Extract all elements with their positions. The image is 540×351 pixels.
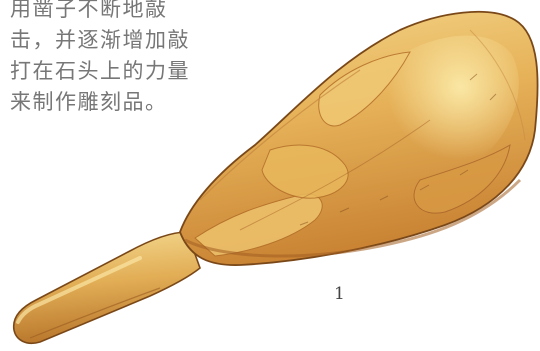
caption-line-3: 打在石头上的力量 (10, 59, 190, 83)
mallet-handle (12, 231, 201, 345)
caption-line-2: 击，并逐渐增加敲 (10, 28, 190, 52)
mallet-head (179, 11, 539, 266)
caption-line-4: 来制作雕刻品。 (10, 90, 168, 114)
caption-line-1: 用凿子不断地敲 (10, 0, 168, 21)
caption-text: 用凿子不断地敲 击，并逐渐增加敲 打在石头上的力量 来制作雕刻品。 (10, 0, 210, 118)
figure-number: 1 (334, 284, 345, 304)
